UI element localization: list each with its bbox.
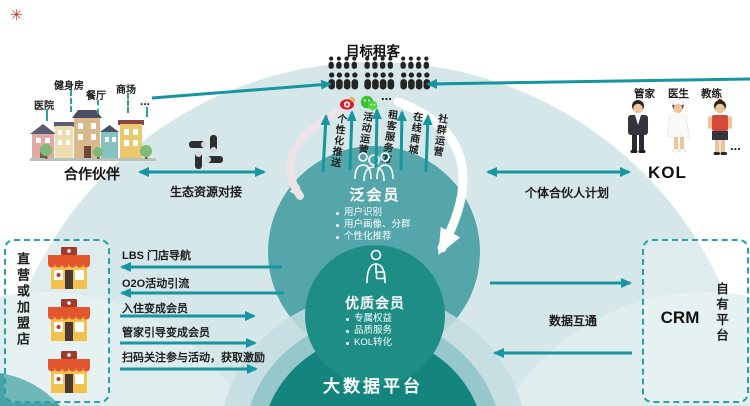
leader-line <box>70 90 72 112</box>
pan-point: 用户识别 <box>344 207 383 218</box>
own-platform-box <box>642 239 749 403</box>
partner-plan-label: 个体合伙人计划 <box>524 186 609 200</box>
bullet-dot <box>336 235 339 239</box>
storefront-icon <box>48 299 90 341</box>
flow-label: 管家引导变成会员 <box>122 327 210 339</box>
kol-caption: KOL <box>648 163 687 182</box>
arrow-channel-up <box>371 108 382 169</box>
premium-point: 品质服务 <box>354 325 393 336</box>
arrow-kol-to-tenants <box>426 77 750 89</box>
premium-member-title: 优质会员 <box>345 295 405 311</box>
social-ellipsis: ... <box>381 88 392 103</box>
arrow-channel-up <box>320 114 331 173</box>
premium-member-circle <box>305 245 445 385</box>
pan-member-points: 用户识别 用户画像、分群 个性化推荐 <box>336 208 411 242</box>
leader-line <box>46 109 48 121</box>
partner-type-label: 商场 <box>116 85 136 96</box>
arrow-partners-to-tenants <box>151 79 332 100</box>
bullet-dot <box>346 341 349 345</box>
storefront-icon <box>48 247 90 289</box>
leader-line <box>127 93 129 113</box>
leader-line <box>146 107 148 117</box>
partner-ellipsis: ... <box>140 94 151 108</box>
flow-label: LBS 门店导航 <box>122 250 192 262</box>
premium-point: 专属权益 <box>354 313 393 324</box>
data-link-label: 数据互通 <box>548 314 597 328</box>
premium-point: KOL转化 <box>354 337 393 348</box>
premium-member-icon <box>366 249 386 284</box>
cycle-arrow-right <box>393 97 468 256</box>
kol-type-label: 管家 <box>634 88 655 100</box>
tenant-crowd-row <box>327 56 431 91</box>
eco-link-label: 生态资源对接 <box>169 185 242 199</box>
stores-box-label: 直营或加盟店 <box>15 252 30 348</box>
pan-point: 个性化推荐 <box>344 231 392 242</box>
arrow-channel-up <box>396 110 407 171</box>
leader-line <box>97 100 99 114</box>
kol-people-illustration <box>628 99 732 155</box>
partner-buildings-illustration <box>30 110 156 161</box>
weibo-icon <box>340 96 356 110</box>
arrow-channel-up <box>422 114 433 173</box>
kol-ellipsis: ... <box>730 138 741 153</box>
crm-label: CRM <box>660 308 700 327</box>
bullet-dot <box>336 223 339 227</box>
partner-type-label: 餐厅 <box>86 91 106 102</box>
partners-caption: 合作伙伴 <box>64 166 120 182</box>
partner-type-label: 医院 <box>34 101 54 112</box>
bullet-dot <box>346 329 349 333</box>
big-data-platform-title: 大数据平台 <box>323 377 423 396</box>
arrow-channel-up <box>346 110 357 171</box>
premium-member-points: 专属权益 品质服务 KOL转化 <box>346 314 392 348</box>
kol-type-label: 教练 <box>701 88 722 100</box>
flow-label: O2O活动引流 <box>122 278 190 290</box>
storefront-icon <box>48 351 90 393</box>
bullet-dot <box>346 317 349 321</box>
crowd-icon <box>364 56 395 90</box>
partner-type-label: 健身房 <box>54 81 84 92</box>
pan-member-group-icon <box>354 152 394 182</box>
wechat-icon <box>360 95 378 111</box>
own-platform-side-label: 自有平台 <box>714 282 728 344</box>
target-tenants-title: 目标租客 <box>346 44 400 59</box>
flow-label: 扫码关注参与活动，获取激励 <box>122 352 265 364</box>
watermark-mark: ✳ <box>10 7 23 24</box>
pan-member-title: 泛会员 <box>349 187 401 204</box>
flow-label: 入住变成会员 <box>122 303 188 315</box>
partnership-hands-icon <box>189 135 223 169</box>
kol-type-label: 医生 <box>668 88 689 100</box>
pan-point: 用户画像、分群 <box>344 219 411 230</box>
bullet-dot <box>336 211 339 215</box>
